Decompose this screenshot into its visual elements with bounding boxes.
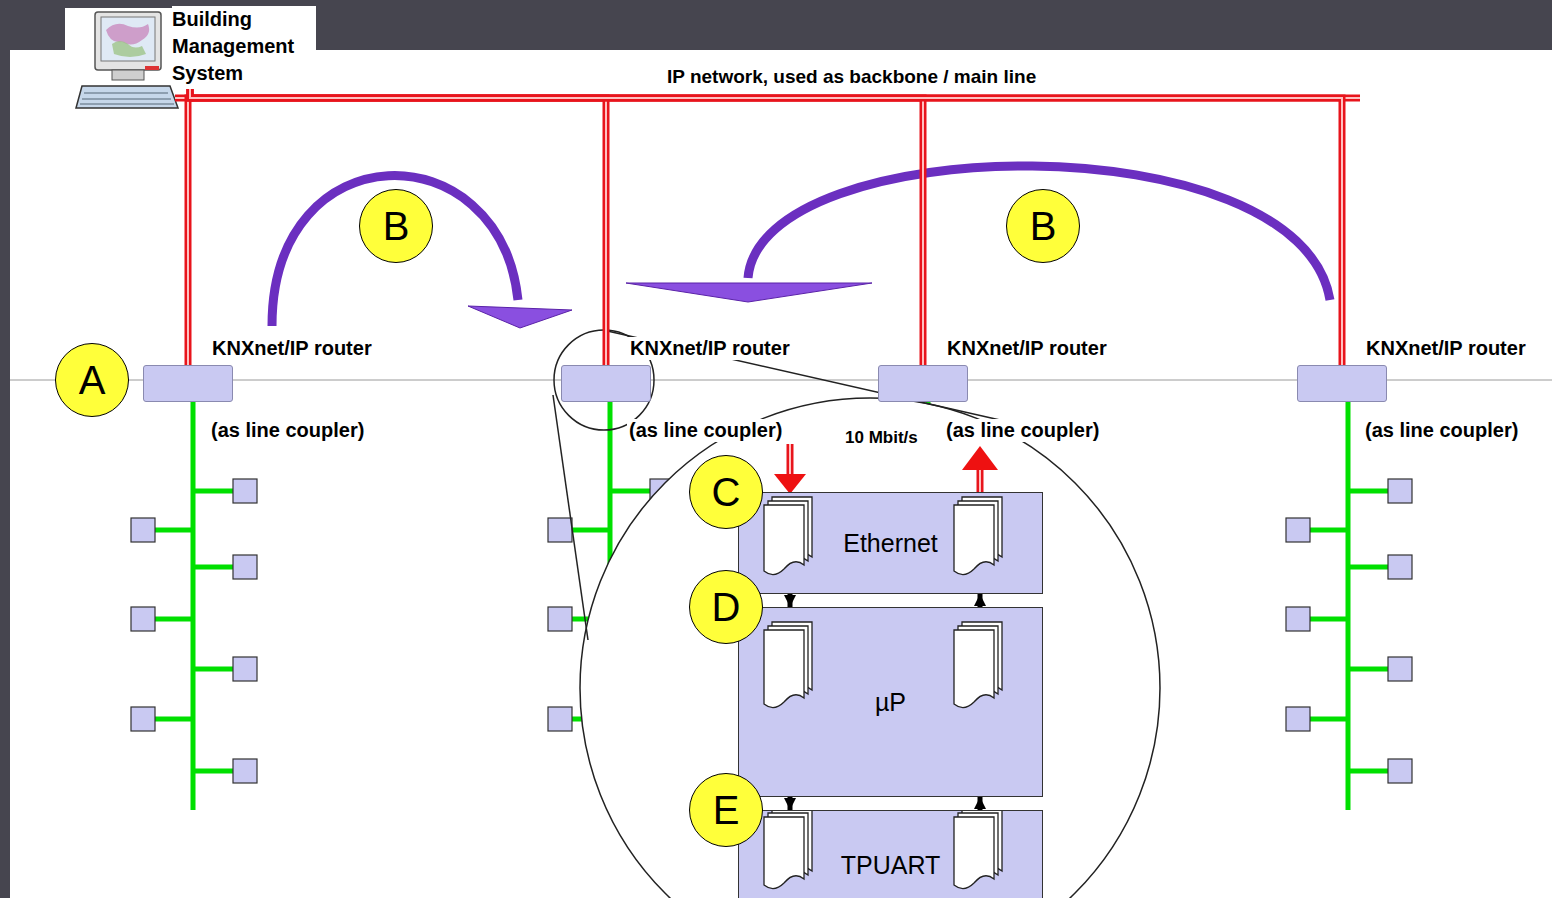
ip-link — [190, 89, 923, 365]
router-box: KNXnet/IP router(as line coupler) — [143, 365, 233, 402]
router-box: KNXnet/IP router(as line coupler) — [561, 365, 651, 402]
network-label: IP network, used as backbone / main line — [665, 66, 1038, 88]
callout-letter: B — [1006, 189, 1080, 263]
module-box: µP — [738, 607, 1043, 797]
computer-icon — [76, 12, 178, 108]
ip-link — [190, 89, 1342, 365]
callout-letter: A — [55, 343, 129, 417]
router-role: (as line coupler) — [944, 419, 1101, 442]
node-label: µP — [875, 688, 906, 717]
router-name: KNXnet/IP router — [628, 337, 792, 360]
node-label: Ethernet — [843, 529, 938, 558]
router-name: KNXnet/IP router — [945, 337, 1109, 360]
module-box: Ethernet — [738, 492, 1043, 594]
node-label: TPUART — [841, 851, 941, 880]
system-label: Building Management System — [172, 6, 316, 89]
ip-link — [188, 89, 190, 365]
router-name: KNXnet/IP router — [1364, 337, 1528, 360]
router-role: (as line coupler) — [1363, 419, 1520, 442]
ip-link — [190, 89, 606, 365]
data-arrow — [980, 797, 981, 810]
data-arrow — [980, 594, 981, 607]
frame-strip — [0, 0, 10, 898]
callout-letter: D — [689, 570, 763, 644]
data-arrow — [790, 594, 791, 607]
router-box: KNXnet/IP router(as line coupler) — [878, 365, 968, 402]
router-role: (as line coupler) — [209, 419, 366, 442]
node-label: Building Management System — [172, 6, 312, 87]
speed-label: 10 Mbit/s — [843, 427, 920, 449]
router-role: (as line coupler) — [627, 419, 784, 442]
callout-letter: E — [689, 773, 763, 847]
module-box: TPUART — [738, 810, 1043, 898]
callout-letter: B — [359, 189, 433, 263]
router-name: KNXnet/IP router — [210, 337, 374, 360]
callout-letter: C — [689, 455, 763, 529]
ethernet-arrows — [774, 444, 998, 494]
data-arrow — [790, 797, 791, 810]
zoom-lens — [553, 330, 1160, 898]
router-box: KNXnet/IP router(as line coupler) — [1297, 365, 1387, 402]
flow-arc — [272, 166, 1330, 328]
